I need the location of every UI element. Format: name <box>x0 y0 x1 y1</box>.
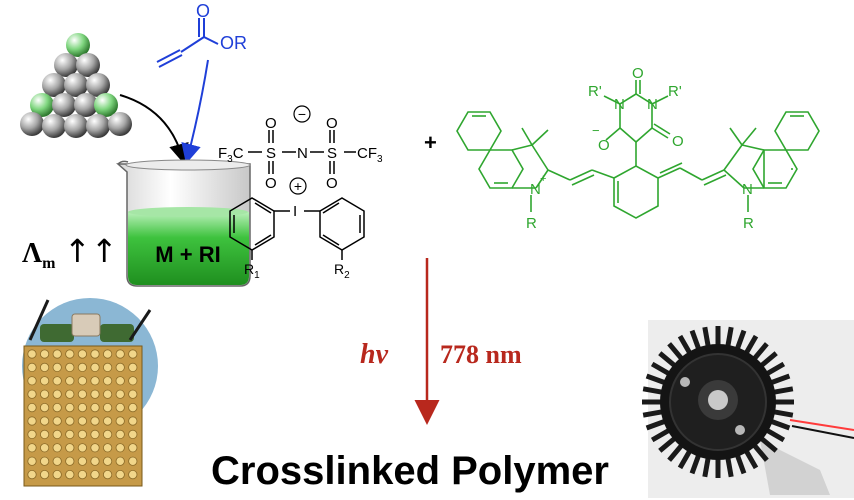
dye-n-right: N <box>742 181 753 198</box>
dye-n-left: N <box>530 181 541 198</box>
tfsi-oxygen-top-right: O <box>326 115 338 132</box>
tfsi-oxygen-bottom-right: O <box>326 175 338 192</box>
iodonium-iodine: I <box>293 203 297 220</box>
tfsi-oxygen-bottom-left: O <box>265 175 277 192</box>
led-array-photo <box>22 298 158 487</box>
conductivity-symbol: Λm <box>22 238 56 272</box>
arrow-monomer-to-beaker <box>181 59 209 164</box>
tfsi-cf3-right: CF3 <box>357 145 383 165</box>
wavelength-label: 778 nm <box>440 340 522 369</box>
hv-label: hν <box>360 339 389 370</box>
plus-sign: + <box>424 130 437 155</box>
conductivity-arrows: ↑↑ <box>64 232 118 270</box>
tfsi-sulfur-right: S <box>327 145 337 162</box>
acrylate-oxygen: O <box>196 1 210 21</box>
tfsi-sulfur-left: S <box>266 145 276 162</box>
beaker-label: M + RI <box>155 242 220 267</box>
barb-o-right: O <box>672 133 684 150</box>
dye-r-left: R <box>526 215 537 232</box>
acrylate-monomer <box>156 18 219 68</box>
arrow-nanoparticles-to-beaker <box>119 94 189 164</box>
iodonium-charge: + <box>294 178 302 194</box>
cyanine-dye-bonds <box>456 80 820 219</box>
barb-minus: − <box>592 123 600 138</box>
barb-o-minus: O <box>598 137 610 154</box>
tfsi-charge-circle <box>293 105 311 123</box>
tfsi-nitrogen: N <box>297 145 308 162</box>
barb-n-left: N <box>614 96 625 113</box>
iodonium-r1: R1 <box>244 261 260 281</box>
tfsi-anion-bonds <box>248 130 356 174</box>
dye-n-charge: + <box>540 173 546 185</box>
barb-r-right: R' <box>668 83 682 100</box>
iodonium-r2: R2 <box>334 261 350 281</box>
tfsi-oxygen-top-left: O <box>265 115 277 132</box>
barb-n-right: N <box>647 96 658 113</box>
product-title: Crosslinked Polymer <box>211 449 609 493</box>
iodonium-cation-bonds <box>229 197 365 260</box>
barb-o-top: O <box>632 65 644 82</box>
barb-r-left: R' <box>588 83 602 100</box>
tfsi-cf3-left: F3C <box>218 145 244 165</box>
beaker-icon <box>116 159 251 287</box>
acrylate-or-label: OR <box>220 33 247 53</box>
dye-r-right: R <box>743 215 754 232</box>
iodonium-charge-circle <box>289 177 307 195</box>
lamp-photo <box>642 320 854 498</box>
tfsi-charge: − <box>298 106 306 122</box>
nanoparticle-cluster-icon <box>20 33 132 138</box>
